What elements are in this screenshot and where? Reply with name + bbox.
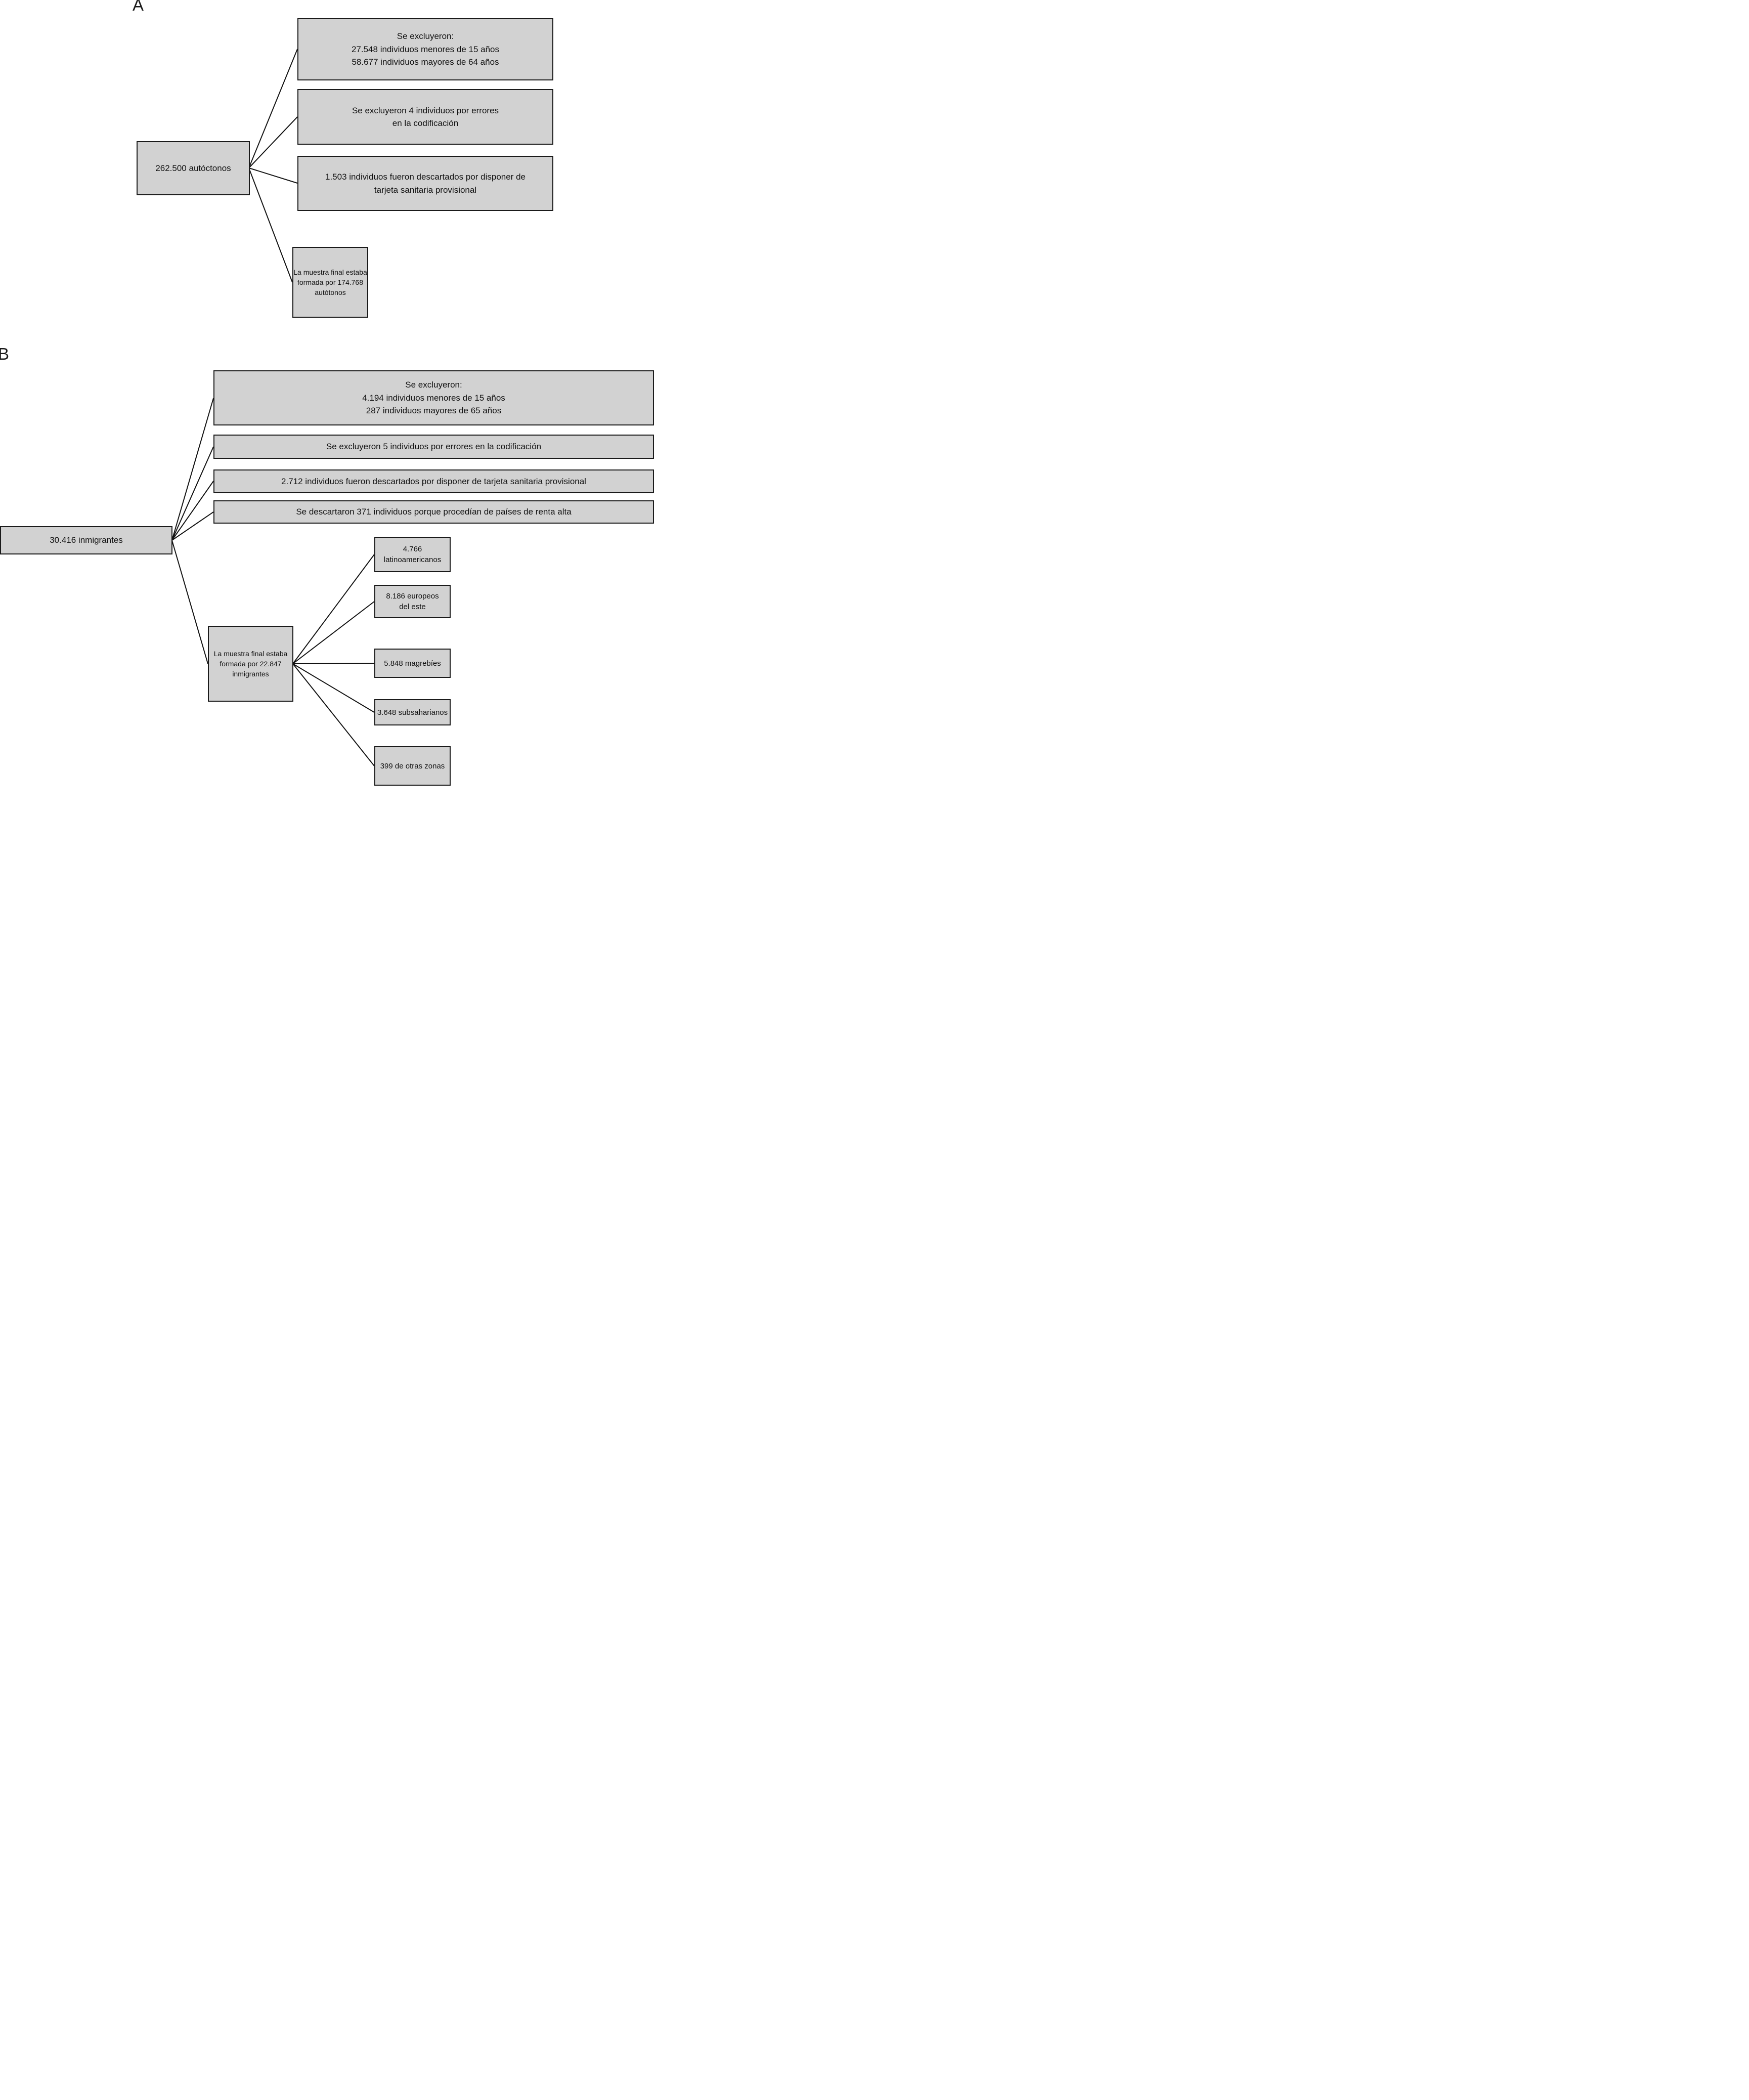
box-subgroup-europeos-del-este: 8.186 europeos del este <box>374 585 451 618</box>
box-text-line: 4.766 <box>403 545 422 553</box>
connector-line <box>248 49 298 168</box>
box-subgroup-magrebies: 5.848 magrebíes <box>374 649 451 678</box>
box-text-line: 399 de otras zonas <box>380 761 445 770</box>
box-text-line: Se excluyeron 5 individuos por errores e… <box>326 442 542 452</box>
box-text-line: autótonos <box>315 288 346 297</box>
box-text-line: 2.712 individuos fueron descartados por … <box>281 476 586 486</box>
box-exclusion-high-income-b: Se descartaron 371 individuos porque pro… <box>213 500 654 524</box>
connector-line <box>292 663 375 713</box>
connector-line <box>171 540 208 664</box>
box-subgroup-subsaharianos: 3.648 subsaharianos <box>374 699 451 725</box>
box-text-line: La muestra final estaba <box>213 649 288 658</box>
box-final-sample-b: La muestra final estaba formada por 22.8… <box>208 626 293 702</box>
box-text-line: 8.186 europeos <box>386 592 439 601</box>
box-text-line: Se excluyeron: <box>397 31 454 41</box>
box-text-line: 3.648 subsaharianos <box>377 708 448 717</box>
connector-line <box>292 554 375 664</box>
connector-line <box>292 663 375 766</box>
box-text-line: 262.500 autóctonos <box>155 163 231 173</box>
box-subgroup-latinoamericanos: 4.766 latinoamericanos <box>374 537 451 572</box>
box-exclusion-age-b: Se excluyeron: 4.194 individuos menores … <box>213 370 654 425</box>
box-text-line: 27.548 individuos menores de 15 años <box>351 44 500 54</box>
box-exclusion-coding-errors-a: Se excluyeron 4 individuos por errores e… <box>297 89 553 145</box>
box-text-line: 287 individuos mayores de 65 años <box>366 406 502 416</box>
box-text-line: 58.677 individuos mayores de 64 años <box>352 57 499 67</box>
box-text-line: tarjeta sanitaria provisional <box>374 185 477 195</box>
box-text-line: Se excluyeron 4 individuos por errores <box>352 105 499 115</box>
connector-line <box>292 663 375 664</box>
box-text-line: La muestra final estaba <box>293 268 367 276</box>
connector-line <box>248 167 293 283</box>
connector-line <box>292 601 375 664</box>
box-text-line: 1.503 individuos fueron descartados por … <box>325 172 526 182</box>
connector-line <box>171 481 214 541</box>
connector-line <box>248 116 298 168</box>
connector-line <box>248 167 298 184</box>
box-text-line: en la codificación <box>392 118 459 128</box>
box-text-line: Se excluyeron: <box>405 380 462 390</box>
connector-line <box>171 398 214 541</box>
box-exclusion-coding-errors-b: Se excluyeron 5 individuos por errores e… <box>213 435 654 459</box>
panel-a-label: A <box>133 0 144 14</box>
box-exclusion-provisional-card-a: 1.503 individuos fueron descartados por … <box>297 156 553 211</box>
box-text-line: 4.194 individuos menores de 15 años <box>362 393 505 403</box>
box-text-line: latinoamericanos <box>383 555 442 564</box>
box-text-line: 30.416 inmigrantes <box>50 535 123 545</box>
box-exclusion-provisional-card-b: 2.712 individuos fueron descartados por … <box>213 469 654 493</box>
connector-line <box>171 446 214 541</box>
box-text-line: 5.848 magrebíes <box>384 659 441 668</box>
box-text-line: formada por 174.768 <box>297 278 363 286</box>
box-subgroup-otras-zonas: 399 de otras zonas <box>374 746 451 786</box>
box-total-autoctonos: 262.500 autóctonos <box>137 141 250 195</box>
box-exclusion-age-a: Se excluyeron: 27.548 individuos menores… <box>297 18 553 80</box>
flow-diagram: A 262.500 autóctonos Se excluyeron: 27.5… <box>0 0 656 788</box>
box-total-inmigrantes: 30.416 inmigrantes <box>0 526 172 554</box>
panel-b-label: B <box>0 345 10 363</box>
box-text-line: Se descartaron 371 individuos porque pro… <box>296 507 572 517</box>
box-final-sample-a: La muestra final estaba formada por 174.… <box>292 247 368 318</box>
box-text-line: del este <box>399 603 426 611</box>
box-text-line: inmigrantes <box>232 670 269 678</box>
box-text-line: formada por 22.847 <box>220 659 282 668</box>
connector-line <box>171 511 214 541</box>
